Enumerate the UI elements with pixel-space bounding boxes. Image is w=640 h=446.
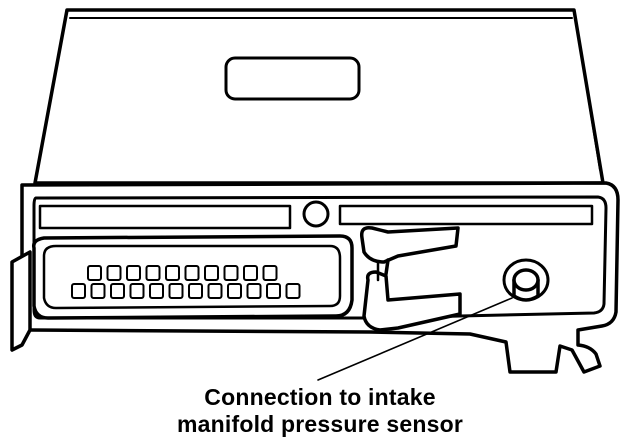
connector-pin bbox=[285, 283, 301, 299]
connector-pin bbox=[246, 283, 262, 299]
connector-pin bbox=[243, 265, 258, 281]
callout-line-2: manifold pressure sensor bbox=[177, 411, 463, 437]
connector-pin bbox=[126, 265, 141, 281]
connector-pin bbox=[227, 283, 242, 299]
connector-pin bbox=[207, 283, 223, 299]
connector-pin bbox=[71, 283, 86, 299]
connector-pin bbox=[168, 283, 184, 299]
connector-pin bbox=[145, 265, 161, 281]
housing-top bbox=[33, 8, 605, 185]
connector-pin bbox=[149, 283, 164, 299]
connector-pin bbox=[106, 265, 122, 281]
connector-pin bbox=[165, 265, 180, 281]
callout-leader-line bbox=[317, 297, 513, 381]
connector-pin bbox=[188, 283, 203, 299]
connector-pin bbox=[184, 265, 200, 281]
label-plate bbox=[224, 56, 361, 101]
connector-pins bbox=[71, 265, 301, 299]
connector-pin bbox=[262, 265, 278, 281]
pressure-port bbox=[502, 258, 550, 302]
latch-clip bbox=[359, 225, 462, 332]
connector-pin bbox=[204, 265, 219, 281]
connector-pin bbox=[90, 283, 106, 299]
connector-pin bbox=[129, 283, 145, 299]
connector-pin bbox=[110, 283, 125, 299]
left-bracket bbox=[10, 250, 32, 352]
round-indicator bbox=[302, 200, 330, 228]
connector-pin bbox=[266, 283, 281, 299]
connector-pin bbox=[223, 265, 239, 281]
connector-pin bbox=[87, 265, 102, 281]
callout-line-1: Connection to intake bbox=[204, 384, 436, 410]
